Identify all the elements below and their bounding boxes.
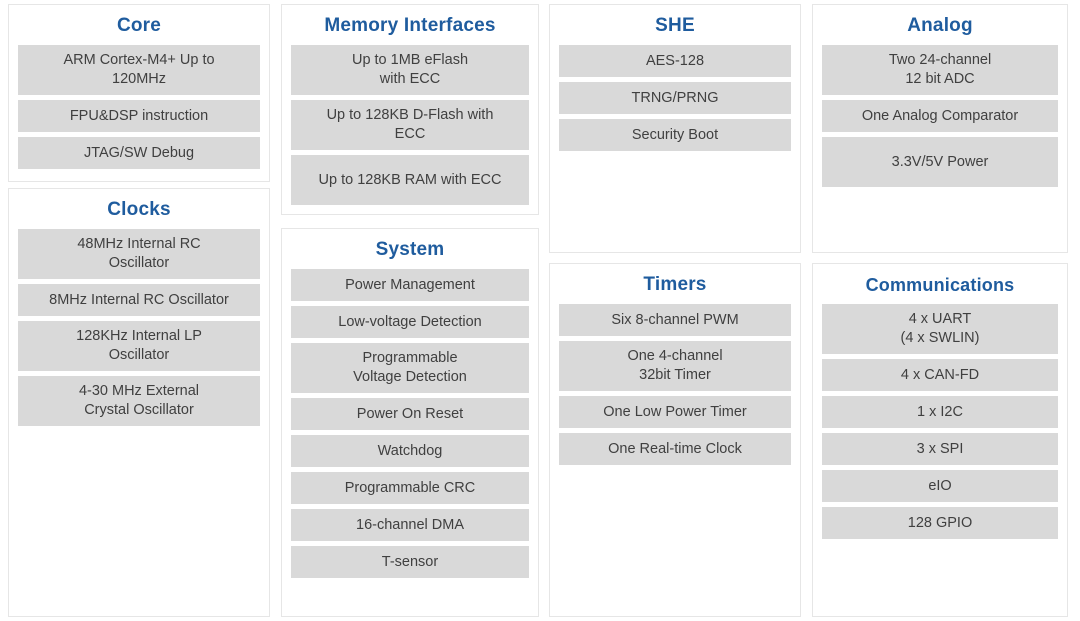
feature-item: One Low Power Timer: [559, 396, 791, 428]
panel-items-analog: Two 24-channel 12 bit ADC One Analog Com…: [813, 45, 1067, 201]
panel-title-communications: Communications: [865, 275, 1015, 295]
feature-item: Two 24-channel 12 bit ADC: [822, 45, 1058, 95]
panel-communications: Communications 4 x UART (4 x SWLIN) 4 x …: [812, 263, 1068, 617]
panel-items-timers: Six 8-channel PWM One 4-channel 32bit Ti…: [550, 304, 800, 479]
feature-item: 48MHz Internal RC Oscillator: [18, 229, 260, 279]
feature-item: Power On Reset: [291, 398, 529, 430]
feature-item: Programmable CRC: [291, 472, 529, 504]
feature-item: 128 GPIO: [822, 507, 1058, 539]
panel-title-she: SHE: [655, 15, 695, 36]
panel-analog: Analog Two 24-channel 12 bit ADC One Ana…: [812, 4, 1068, 253]
feature-item: 128KHz Internal LP Oscillator: [18, 321, 260, 371]
feature-item: 8MHz Internal RC Oscillator: [18, 284, 260, 316]
feature-item: Up to 128KB RAM with ECC: [291, 155, 529, 205]
feature-item: TRNG/PRNG: [559, 82, 791, 114]
feature-item: 16-channel DMA: [291, 509, 529, 541]
panel-items-communications: 4 x UART (4 x SWLIN) 4 x CAN-FD 1 x I2C …: [813, 304, 1067, 553]
feature-item: Low-voltage Detection: [291, 306, 529, 338]
feature-item: Power Management: [291, 269, 529, 301]
feature-item: eIO: [822, 470, 1058, 502]
panel-title-core: Core: [116, 15, 162, 36]
feature-item: Programmable Voltage Detection: [291, 343, 529, 393]
feature-item: FPU&DSP instruction: [18, 100, 260, 132]
panel-items-core: ARM Cortex-M4+ Up to 120MHz FPU&DSP inst…: [9, 45, 269, 183]
feature-item: Up to 1MB eFlash with ECC: [291, 45, 529, 95]
feature-item: 3.3V/5V Power: [822, 137, 1058, 187]
feature-item: 4 x UART (4 x SWLIN): [822, 304, 1058, 354]
feature-item: 4 x CAN-FD: [822, 359, 1058, 391]
panel-title-timers: Timers: [643, 274, 707, 295]
panel-memory-interfaces: Memory Interfaces Up to 1MB eFlash with …: [281, 4, 539, 215]
feature-item: One Analog Comparator: [822, 100, 1058, 132]
panel-items-she: AES-128 TRNG/PRNG Security Boot: [550, 45, 800, 165]
panel-timers: Timers Six 8-channel PWM One 4-channel 3…: [549, 263, 801, 617]
feature-item: Security Boot: [559, 119, 791, 151]
feature-item: Up to 128KB D-Flash with ECC: [291, 100, 529, 150]
feature-item: T-sensor: [291, 546, 529, 578]
panel-title-memory-interfaces: Memory Interfaces: [324, 15, 496, 36]
feature-item: One Real-time Clock: [559, 433, 791, 465]
feature-item: One 4-channel 32bit Timer: [559, 341, 791, 391]
panel-title-clocks: Clocks: [107, 199, 171, 220]
feature-item: 1 x I2C: [822, 396, 1058, 428]
feature-item: ARM Cortex-M4+ Up to 120MHz: [18, 45, 260, 95]
panel-core: Core ARM Cortex-M4+ Up to 120MHz FPU&DSP…: [8, 4, 270, 182]
panel-title-analog: Analog: [907, 15, 973, 36]
feature-item: 4-30 MHz External Crystal Oscillator: [18, 376, 260, 426]
panel-she: SHE AES-128 TRNG/PRNG Security Boot: [549, 4, 801, 253]
feature-item: 3 x SPI: [822, 433, 1058, 465]
feature-item: JTAG/SW Debug: [18, 137, 260, 169]
panel-items-memory-interfaces: Up to 1MB eFlash with ECC Up to 128KB D-…: [282, 45, 538, 219]
feature-item: Watchdog: [291, 435, 529, 467]
panel-items-clocks: 48MHz Internal RC Oscillator 8MHz Intern…: [9, 229, 269, 440]
feature-item: AES-128: [559, 45, 791, 77]
panel-clocks: Clocks 48MHz Internal RC Oscillator 8MHz…: [8, 188, 270, 617]
panel-system: System Power Management Low-voltage Dete…: [281, 228, 539, 617]
panel-title-system: System: [375, 239, 445, 260]
feature-item: Six 8-channel PWM: [559, 304, 791, 336]
panel-items-system: Power Management Low-voltage Detection P…: [282, 269, 538, 592]
